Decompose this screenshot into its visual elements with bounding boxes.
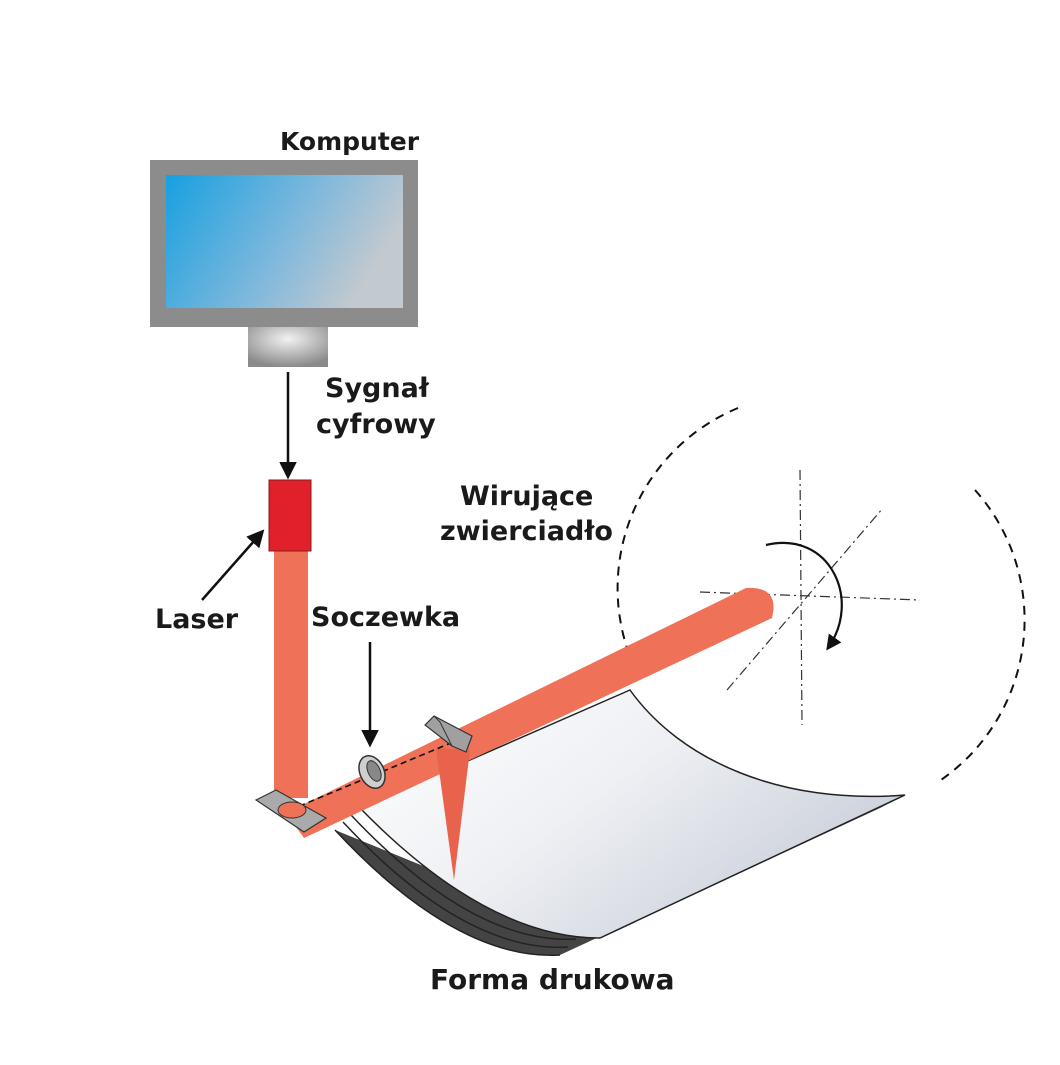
laser-beam-diagonal: [286, 587, 774, 838]
rotation-axes: [699, 469, 921, 726]
monitor-stand: [248, 327, 328, 367]
rotation-arrow-icon: [765, 542, 843, 651]
label-signal-1: Sygnał: [325, 373, 429, 404]
mirror-circle-dash-right: [937, 489, 1026, 783]
laser-beam-vertical: [274, 550, 308, 798]
label-mirror-1: Wirujące: [460, 481, 594, 512]
deflector-icon: [424, 715, 473, 753]
laser-unit-icon: [268, 479, 312, 552]
printing-plate-icon: [334, 689, 906, 956]
computer-monitor-icon: [150, 160, 418, 367]
lens-icon: [358, 755, 386, 789]
monitor-screen: [166, 175, 403, 308]
fixed-mirror-icon: [254, 789, 328, 833]
label-signal-2: cyfrowy: [316, 409, 436, 440]
optical-axis: [289, 734, 471, 811]
laser-label-arrow: [201, 529, 265, 601]
label-computer: Komputer: [280, 127, 420, 156]
label-lens: Soczewka: [311, 602, 461, 633]
mirror-circle-dash-left: [616, 407, 739, 649]
label-plate: Forma drukowa: [430, 963, 675, 996]
focused-beam: [436, 748, 470, 880]
label-mirror-2: zwierciadło: [440, 516, 613, 547]
label-laser: Laser: [155, 604, 239, 635]
